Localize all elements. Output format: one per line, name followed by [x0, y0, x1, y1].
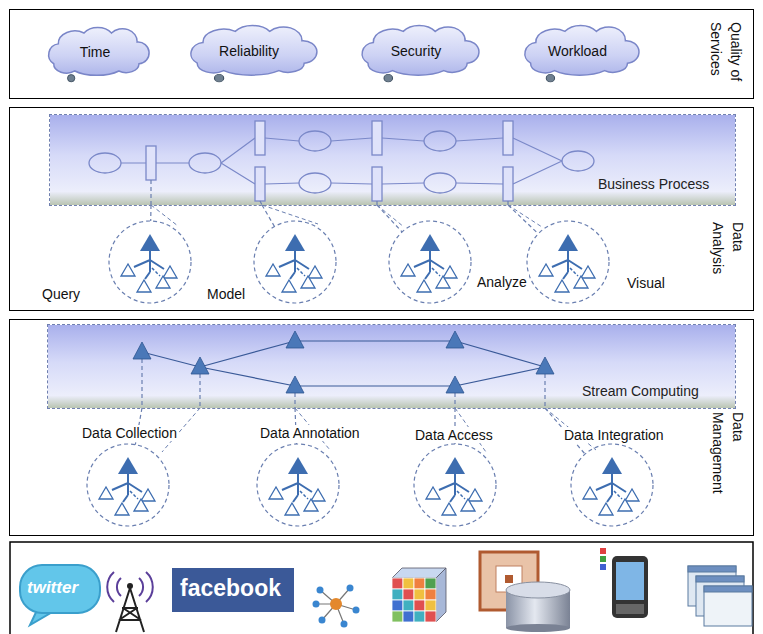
data-cube-icon	[392, 568, 446, 622]
node-text: Security	[391, 43, 442, 59]
node-text: Data Integration	[562, 427, 666, 443]
dashed-circle	[86, 443, 170, 527]
dashed-circle	[388, 220, 472, 304]
layer-panel: Data AnalysisBusiness ProcessQueryModelA…	[10, 108, 753, 310]
node-text: Workload	[548, 43, 607, 59]
component-circle: Analyze	[388, 220, 472, 304]
logo-text: facebook	[180, 576, 281, 601]
node-text: Data Management	[708, 412, 748, 512]
component-circle: Data Collection	[86, 443, 170, 527]
network-icon	[313, 585, 360, 628]
qos-cloud: Time	[40, 24, 150, 80]
dashed-circle	[256, 443, 340, 527]
dashed-connector	[508, 205, 538, 234]
qos-cloud: Security	[352, 22, 480, 80]
dashed-circle	[108, 220, 192, 304]
node-text: Time	[80, 44, 111, 60]
component-circle: Data Access	[413, 443, 497, 527]
component-circle: Data Integration	[570, 443, 654, 527]
node-text: Analyze	[475, 274, 529, 290]
node-text: Data Collection	[80, 425, 179, 441]
node-text: Quality of Services	[706, 22, 746, 84]
component-circle: Model	[253, 220, 337, 304]
node-text: Data Annotation	[258, 425, 362, 441]
node-text: Visual	[625, 275, 667, 291]
phone-icon	[600, 548, 648, 618]
antenna-icon	[107, 572, 153, 632]
dashed-connector	[262, 205, 274, 227]
component-circle: Query	[108, 220, 192, 304]
node-text: Stream Computing	[582, 383, 699, 399]
node-text: Data Analysis	[708, 222, 748, 300]
qos-cloud: Reliability	[180, 22, 318, 80]
component-circle: Data Annotation	[256, 443, 340, 527]
component-circle: Visual	[526, 220, 610, 304]
source-panel	[10, 542, 753, 634]
node-text: Query	[40, 286, 82, 302]
layer-panel: Quality of Services Time Reliability Securi…	[10, 10, 753, 98]
process-band: Stream Computing	[48, 325, 735, 408]
dashed-circle	[526, 220, 610, 304]
database-icon	[480, 552, 570, 632]
dashed-circle	[570, 443, 654, 527]
node-text: Reliability	[219, 43, 279, 59]
facebook-logo	[172, 568, 294, 612]
node-text: Business Process	[598, 176, 709, 192]
logo-text: twitter	[27, 578, 78, 597]
browser-windows-icon	[688, 566, 752, 626]
dashed-connector	[377, 205, 402, 232]
twitter-logo	[20, 565, 100, 625]
logo-holder: twitter	[27, 578, 78, 597]
node-text: Data Access	[413, 427, 495, 443]
logo-holder: facebook	[180, 576, 281, 601]
node-text: Model	[205, 286, 247, 302]
dashed-connector	[150, 205, 151, 221]
layer-panel: Data Management Stream ComputingData Coll…	[10, 320, 753, 535]
dashed-circle	[413, 443, 497, 527]
qos-cloud: Workload	[515, 22, 640, 80]
dashed-circle	[253, 220, 337, 304]
process-band: Business Process	[50, 115, 735, 205]
